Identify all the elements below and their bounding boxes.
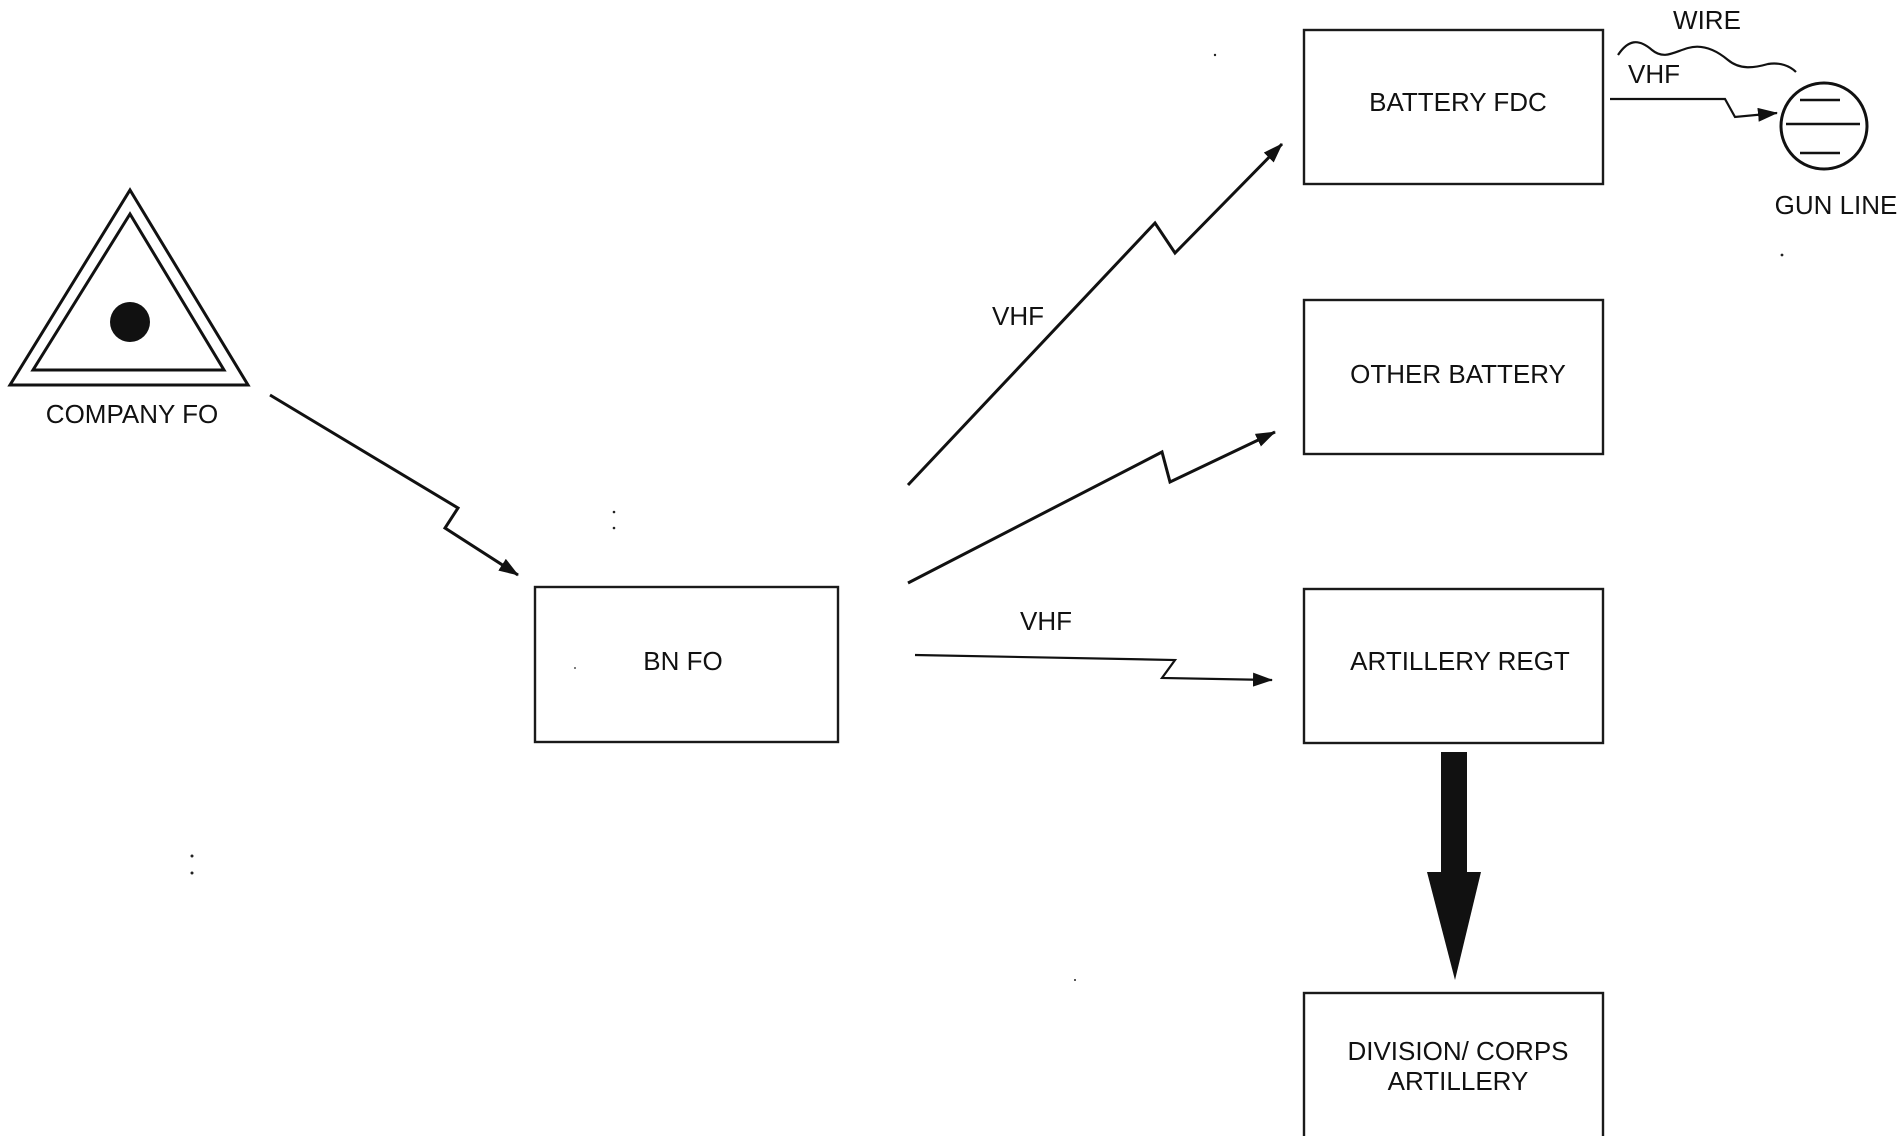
artillery-regt-node: ARTILLERY REGT (1302, 587, 1605, 745)
bn-to-battery-fdc-link (906, 142, 1284, 487)
division-corps-label-line1: DIVISION/ CORPS (1347, 1036, 1568, 1066)
bn-to-battery-vhf-label: VHF (992, 301, 1044, 331)
division-corps-node: DIVISION/ CORPS ARTILLERY (1302, 991, 1605, 1136)
bn-fo-box (533, 585, 840, 744)
circle-with-lines-icon (1779, 81, 1869, 171)
company-to-bn-link (269, 393, 519, 577)
battery-fdc-node: BATTERY FDC (1302, 28, 1605, 186)
fdc-to-gun-line-wire (1617, 41, 1797, 73)
artillery-regt-label: ARTILLERY REGT (1350, 646, 1570, 676)
other-battery-label: OTHER BATTERY (1350, 359, 1566, 389)
division-corps-label-line2: ARTILLERY (1388, 1066, 1529, 1096)
gun-line-label: GUN LINE (1775, 190, 1898, 220)
division-corps-box (1302, 991, 1605, 1136)
bn-to-other-battery-link (907, 430, 1276, 585)
bn-to-regt-vhf-label: VHF (1020, 606, 1072, 636)
fdc-to-gun-line-vhf-link (1610, 97, 1778, 122)
bn-fo-node: BN FO (533, 585, 840, 744)
gun-line-node: GUN LINE (1775, 81, 1898, 220)
fdc-to-gun-wire-label: WIRE (1673, 5, 1741, 35)
scan-specks (190, 53, 1784, 981)
battery-fdc-label: BATTERY FDC (1369, 87, 1547, 117)
regt-to-division-link (1427, 752, 1481, 980)
other-battery-box (1302, 298, 1605, 456)
company-fo-node: COMPANY FO (7, 187, 251, 429)
bn-fo-label: BN FO (643, 646, 722, 676)
artillery-regt-box (1302, 587, 1605, 745)
fdc-to-gun-vhf-label: VHF (1628, 59, 1680, 89)
triangle-with-dot-icon (7, 187, 251, 387)
other-battery-node: OTHER BATTERY (1302, 298, 1605, 456)
company-fo-label: COMPANY FO (46, 399, 218, 429)
bn-to-artillery-regt-link (914, 653, 1273, 687)
battery-fdc-box (1302, 28, 1605, 186)
